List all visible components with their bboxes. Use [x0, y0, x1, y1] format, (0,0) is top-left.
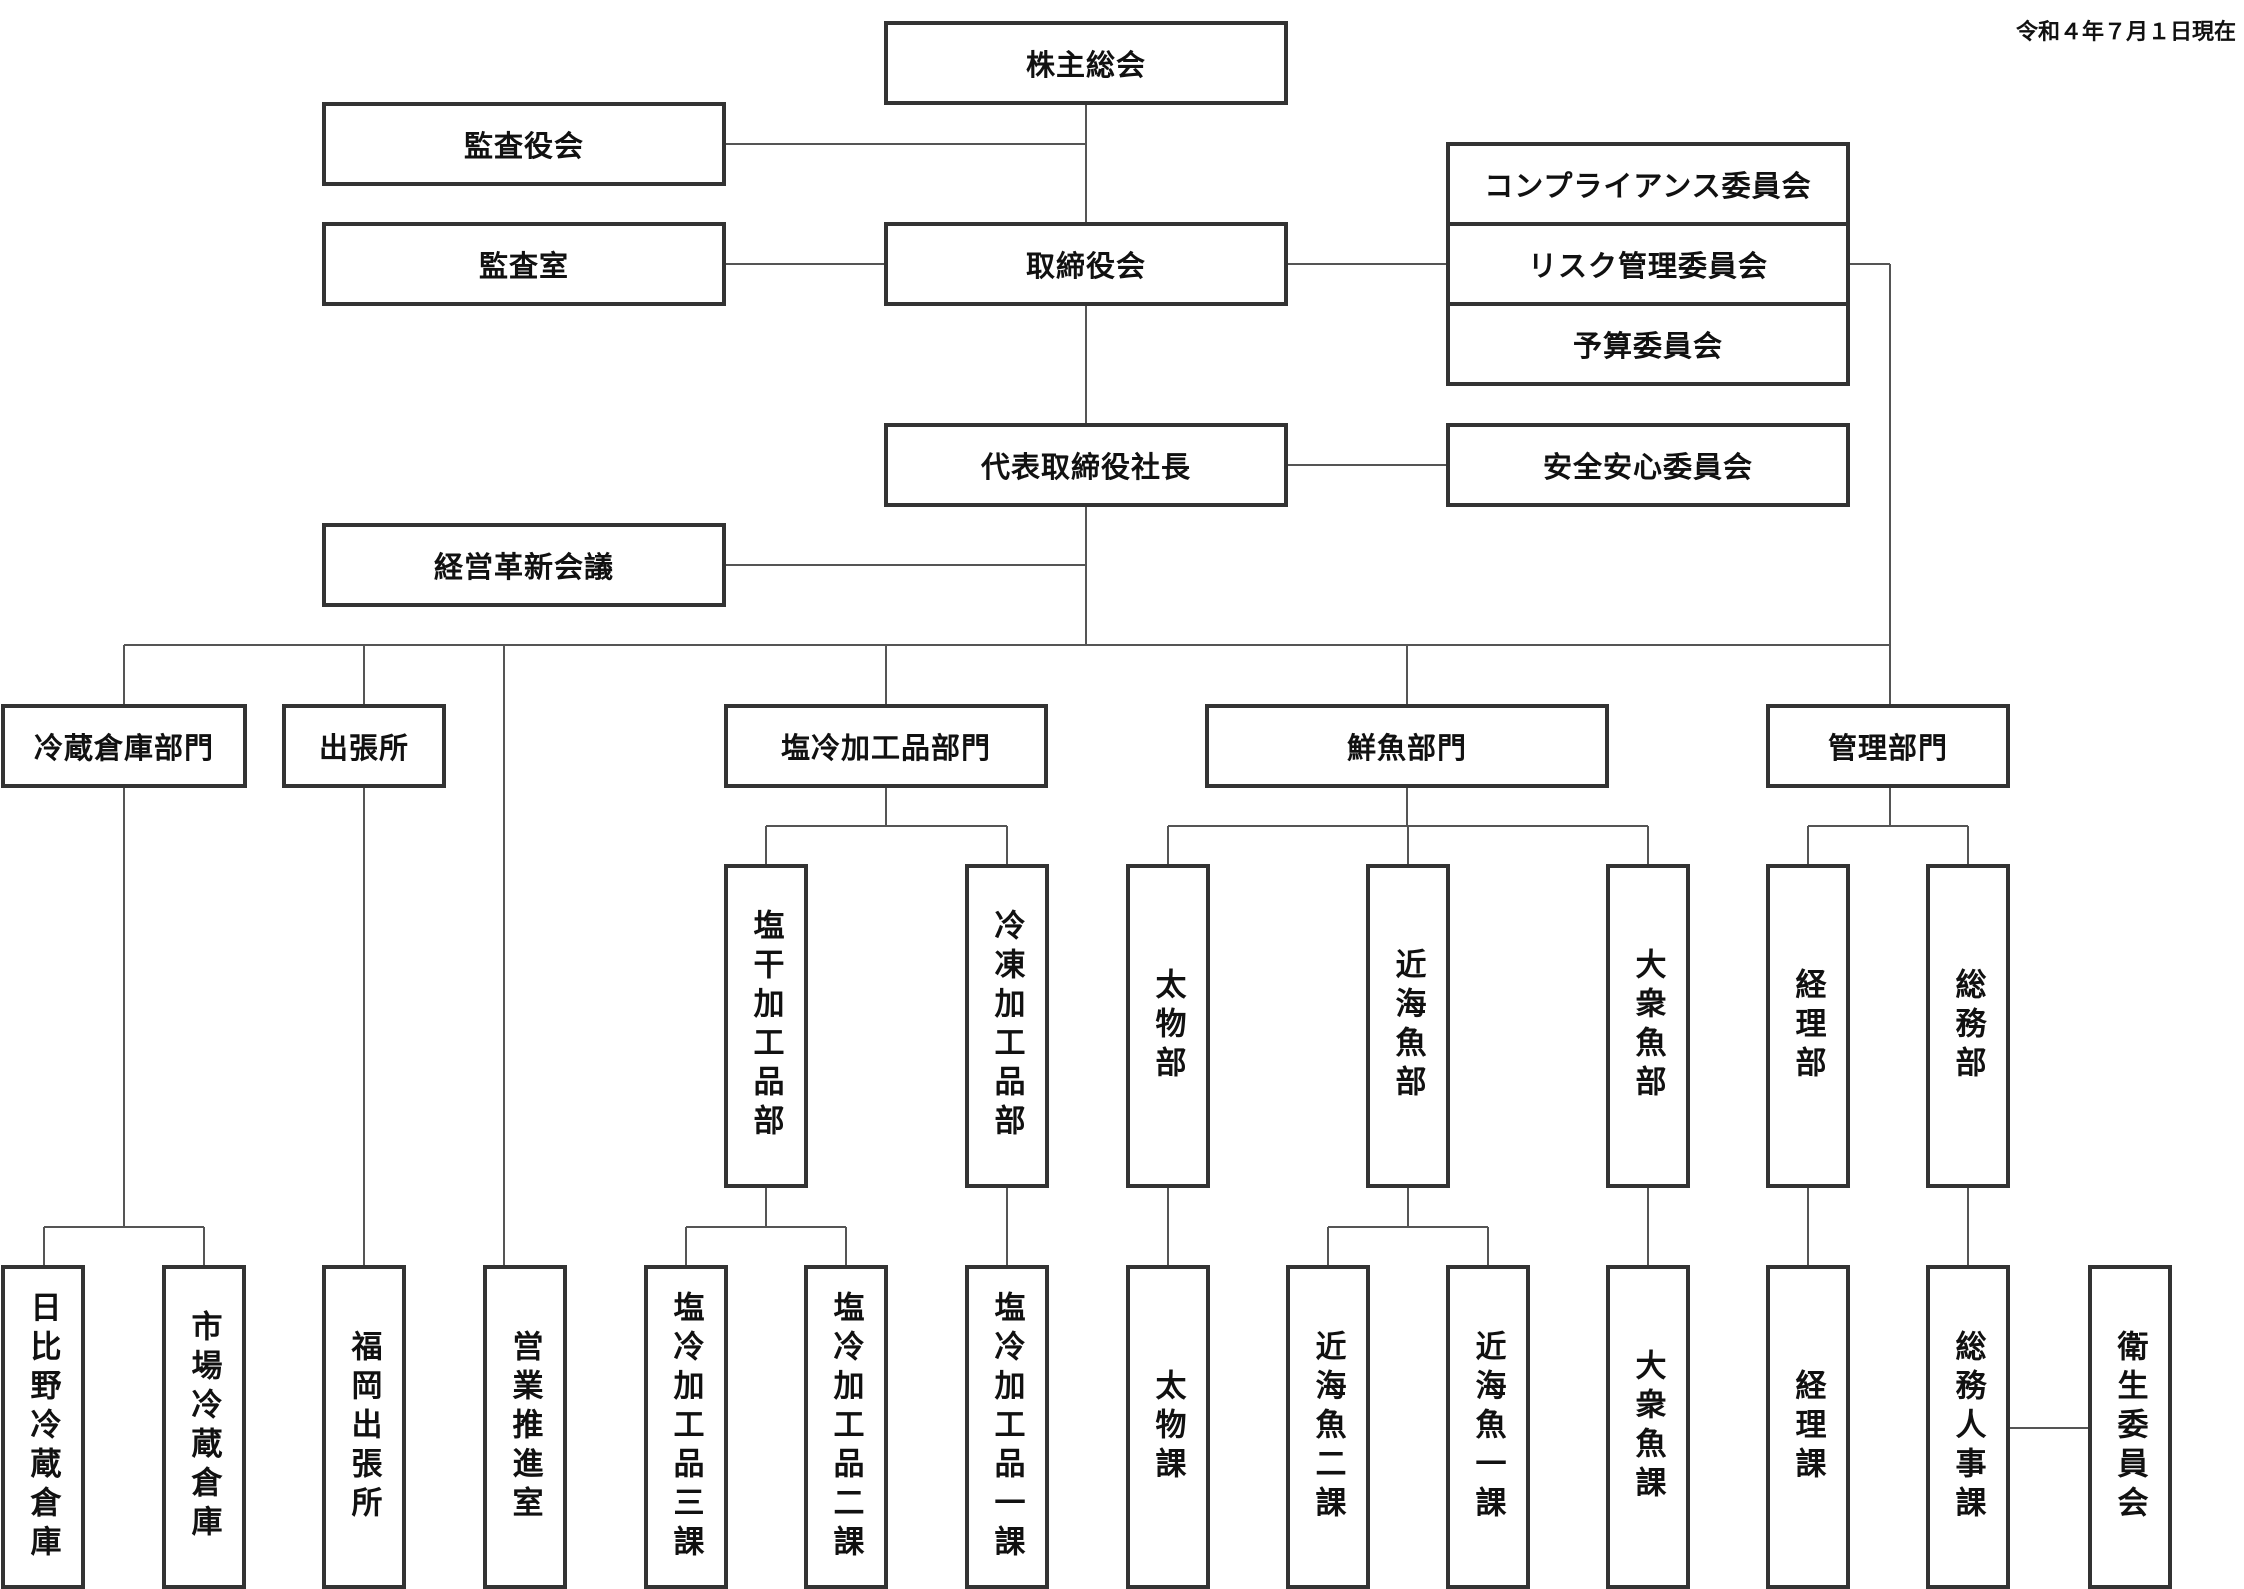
box-sales-promotion: 営業推進室: [483, 1265, 567, 1589]
box-kinkai-section-1: 近海魚一課: [1446, 1265, 1530, 1589]
date-note: 令和４年７月１日現在: [2015, 20, 2236, 45]
box-kinkai-section-2: 近海魚二課: [1286, 1265, 1370, 1589]
box-shareholders: 株主総会: [884, 21, 1288, 105]
box-president: 代表取締役社長: [884, 423, 1288, 507]
box-hygiene-committee: 衛生委員会: [2088, 1265, 2172, 1589]
box-reito-dept: 冷凍加工品部: [965, 864, 1049, 1188]
box-admin-division: 管理部門: [1766, 704, 2010, 788]
box-futomono-section: 太物課: [1126, 1265, 1210, 1589]
box-shiohoshi-dept: 塩干加工品部: [724, 864, 808, 1188]
box-budget-committee: 予算委員会: [1446, 302, 1850, 386]
box-keiri-section: 経理課: [1766, 1265, 1850, 1589]
box-risk-committee: リスク管理委員会: [1446, 222, 1850, 306]
box-compliance-committee: コンプライアンス委員会: [1446, 142, 1850, 226]
box-kinkai-dept: 近海魚部: [1366, 864, 1450, 1188]
box-salted-section-2: 塩冷加工品二課: [804, 1265, 888, 1589]
box-hibiya-warehouse: 日比野冷蔵倉庫: [1, 1265, 85, 1589]
box-innovation-meeting: 経営革新会議: [322, 523, 726, 607]
box-auditors: 監査役会: [322, 102, 726, 186]
box-ichiba-warehouse: 市場冷蔵倉庫: [162, 1265, 246, 1589]
box-somu-dept: 総務部: [1926, 864, 2010, 1188]
box-branch: 出張所: [282, 704, 446, 788]
box-fresh-fish-division: 鮮魚部門: [1205, 704, 1609, 788]
box-taishu-dept: 大衆魚部: [1606, 864, 1690, 1188]
box-somu-section: 総務人事課: [1926, 1265, 2010, 1589]
box-keiri-dept: 経理部: [1766, 864, 1850, 1188]
box-salted-division: 塩冷加工品部門: [724, 704, 1048, 788]
box-taishu-section: 大衆魚課: [1606, 1265, 1690, 1589]
box-audit-office: 監査室: [322, 222, 726, 306]
box-board: 取締役会: [884, 222, 1288, 306]
box-fukuoka-office: 福岡出張所: [322, 1265, 406, 1589]
box-futomono-dept: 太物部: [1126, 864, 1210, 1188]
box-salted-section-3: 塩冷加工品三課: [644, 1265, 728, 1589]
box-safety-committee: 安全安心委員会: [1446, 423, 1850, 507]
box-salted-section-1: 塩冷加工品一課: [965, 1265, 1049, 1589]
box-cold-storage-division: 冷蔵倉庫部門: [1, 704, 247, 788]
